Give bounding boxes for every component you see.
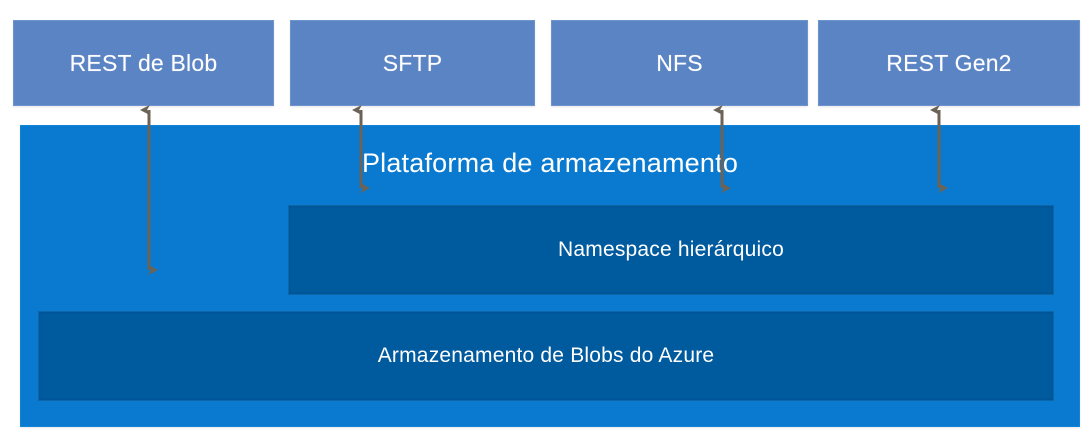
protocol-box-rest-blob[interactable]: REST de Blob [13, 20, 274, 106]
protocol-box-sftp[interactable]: SFTP [290, 20, 535, 106]
storage-platform-container: Plataforma de armazenamento Namespace hi… [20, 125, 1080, 427]
layer-azure-blob-storage[interactable]: Armazenamento de Blobs do Azure [38, 311, 1054, 401]
protocol-label: SFTP [382, 49, 443, 76]
platform-title: Plataforma de armazenamento [361, 148, 739, 178]
layer-hierarchical-namespace[interactable]: Namespace hierárquico [288, 205, 1054, 295]
protocol-label: REST Gen2 [886, 49, 1012, 76]
protocol-box-rest-gen2[interactable]: REST Gen2 [818, 20, 1080, 106]
protocol-box-nfs[interactable]: NFS [551, 20, 808, 106]
layer-label: Namespace hierárquico [558, 238, 784, 261]
layer-label: Armazenamento de Blobs do Azure [377, 344, 715, 367]
protocol-label: NFS [656, 49, 703, 76]
protocol-label: REST de Blob [69, 49, 218, 76]
